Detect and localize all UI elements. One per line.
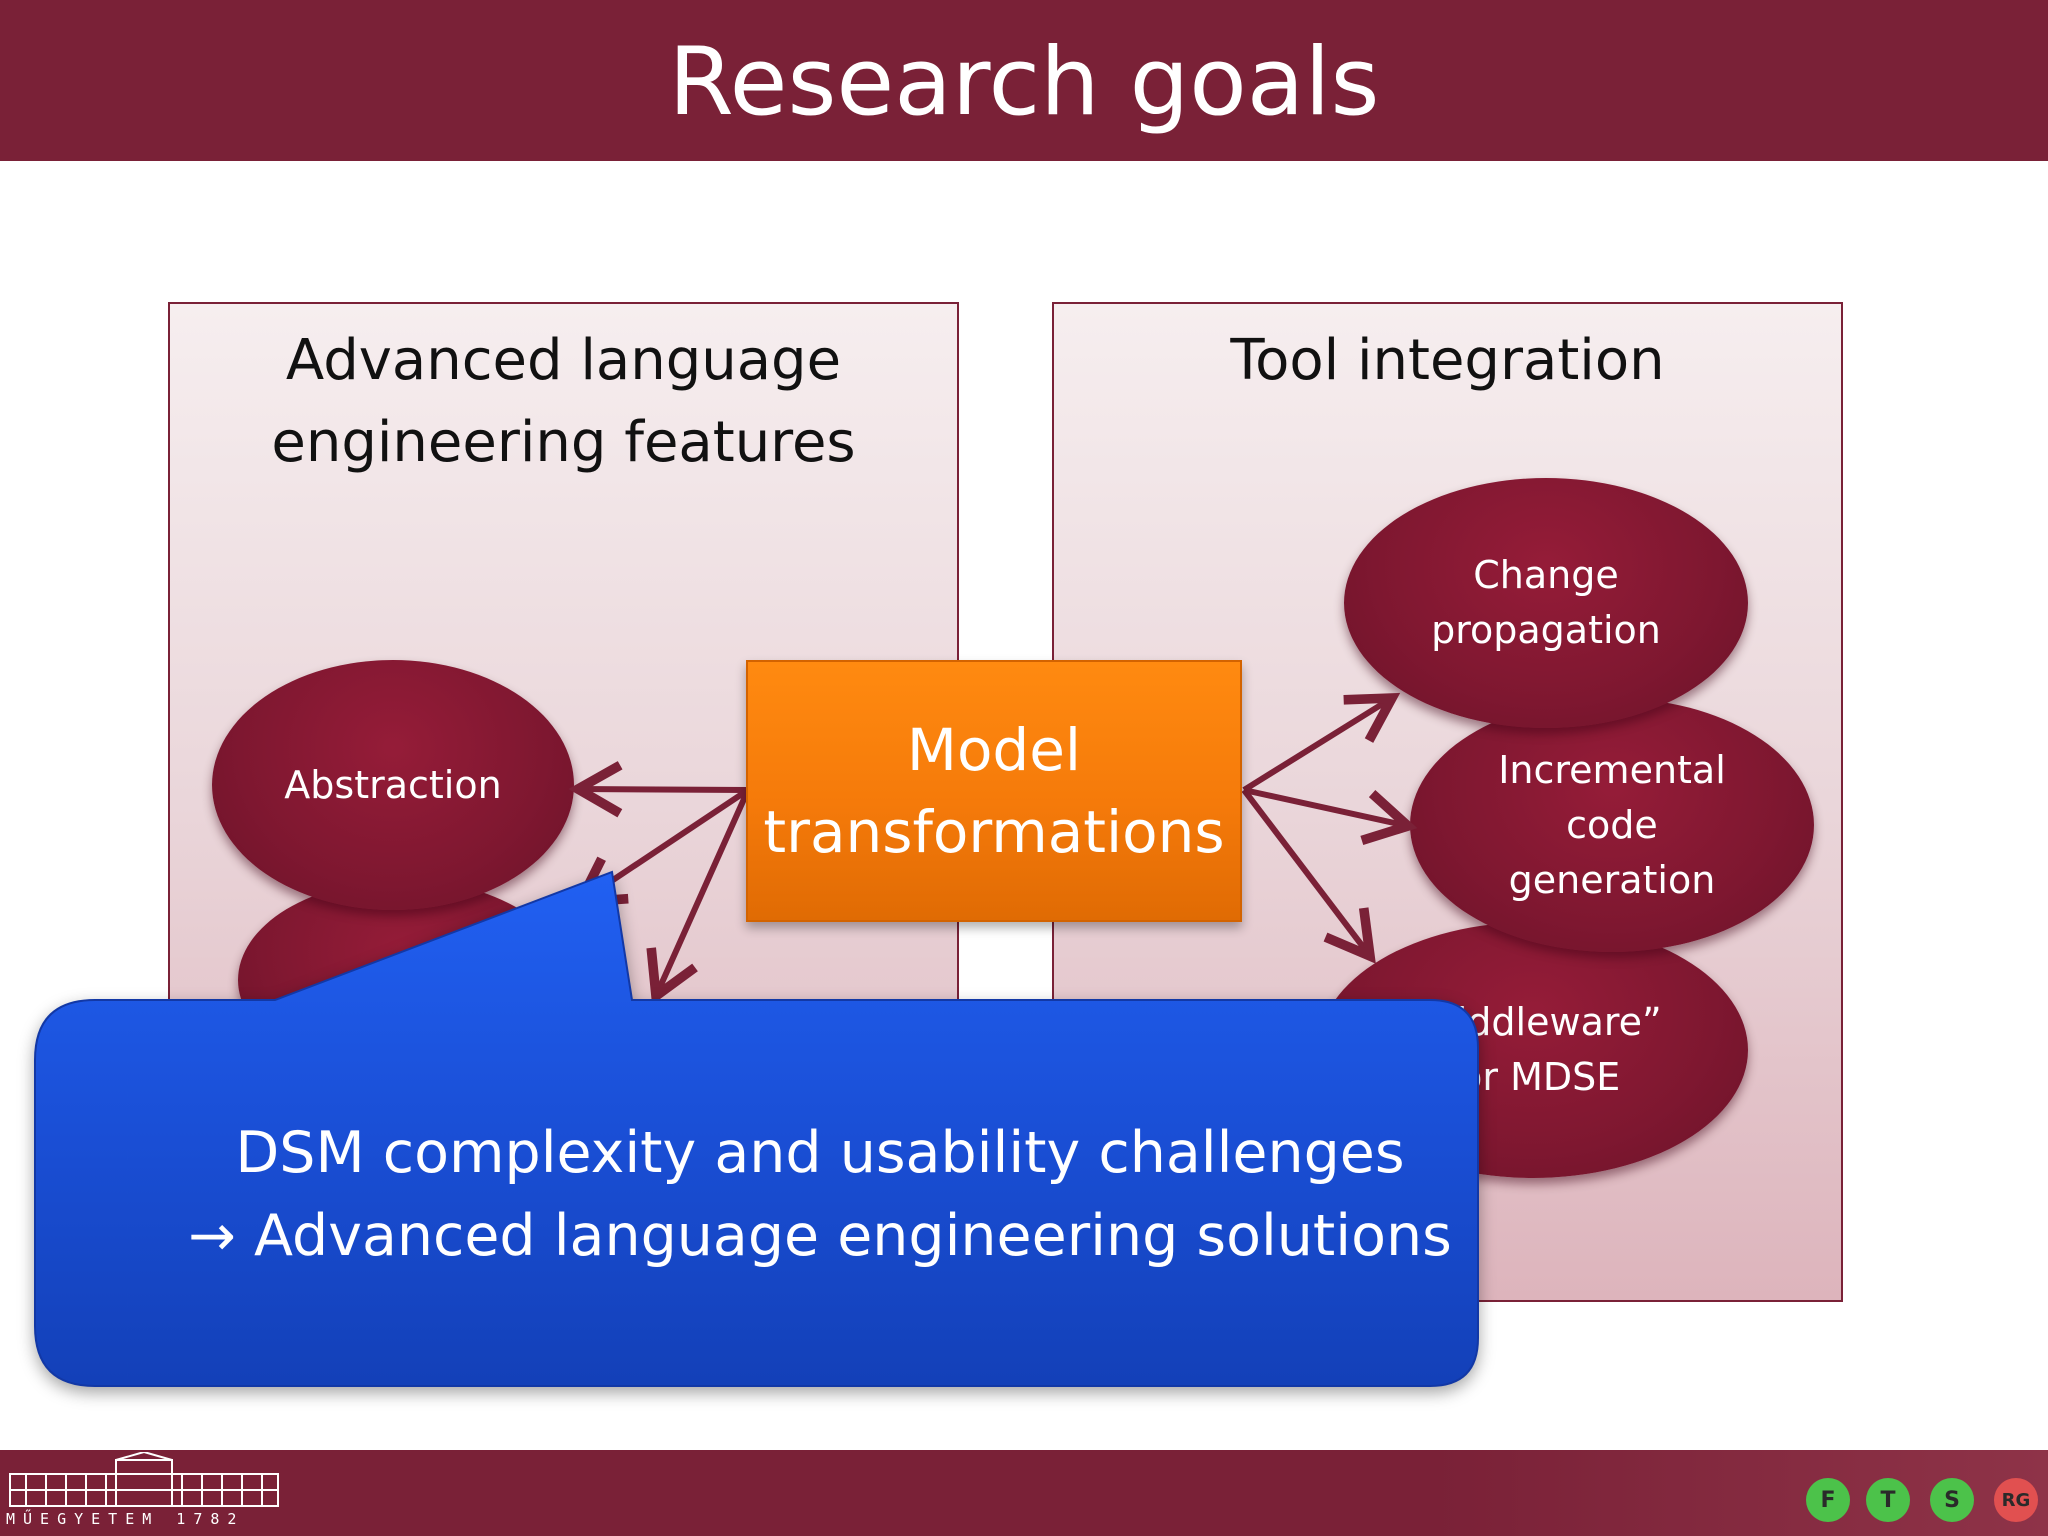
incremental-code-generation-node: Incremental code generation [1410,698,1814,952]
model-transformations-box: Model transformations [746,660,1242,922]
arrow-to-change-propagation [1242,692,1401,793]
slide-title: Research goals [668,28,1380,137]
title-bar [0,0,2048,161]
change-propagation-node: Change propagation [1344,478,1748,728]
university-caption: MŰEGYETEM 1782 [6,1510,245,1528]
language-features-title: Advanced language engineering features [271,328,856,475]
tool-integration-title: Tool integration [1230,328,1665,393]
model-transformations-label: Model transformations [763,716,1225,866]
footer-bar: MŰEGYETEM 1782 [0,1450,2048,1536]
incremental-code-generation-label: Incremental code generation [1498,747,1726,902]
change-propagation-label: Change propagation [1431,553,1661,652]
abstraction-label: Abstraction [284,762,502,807]
university-building-logo [9,1452,279,1507]
arrow-to-abstraction [568,761,749,818]
ftsrg-rg-logo-icon: RG [1994,1478,2038,1522]
arrow-to-middleware [1241,788,1376,964]
callout-line-1: DSM complexity and usability challenges [235,1120,1405,1186]
ftsrg-s-logo-icon: S [1930,1478,1974,1522]
arrow-down-left [646,788,751,1005]
abstraction-node: Abstraction [212,660,574,910]
ftsrg-t-logo-icon: T [1866,1478,1910,1522]
callout-line-2: → Advanced language engineering solution… [188,1203,1452,1269]
ftsrg-f-logo-icon: F [1806,1478,1850,1522]
callout-text: DSM complexity and usability challenges … [120,1112,1520,1278]
arrow-to-incremental-code-generation [1243,787,1418,846]
